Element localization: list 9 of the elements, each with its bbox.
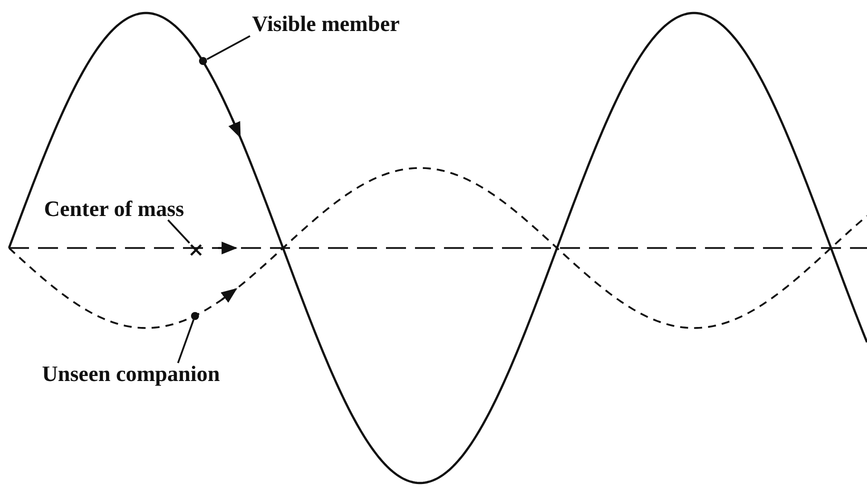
cross-marker: [189, 243, 203, 257]
callout-label: Center of mass: [44, 197, 184, 222]
callout-label: Visible member: [252, 12, 400, 36]
point-marker: [191, 312, 199, 320]
point-marker: [199, 57, 207, 66]
leader-line: [167, 219, 190, 244]
leader-line: [206, 35, 250, 60]
callout-label: Unseen companion: [42, 362, 220, 386]
leader-line: [177, 319, 194, 364]
